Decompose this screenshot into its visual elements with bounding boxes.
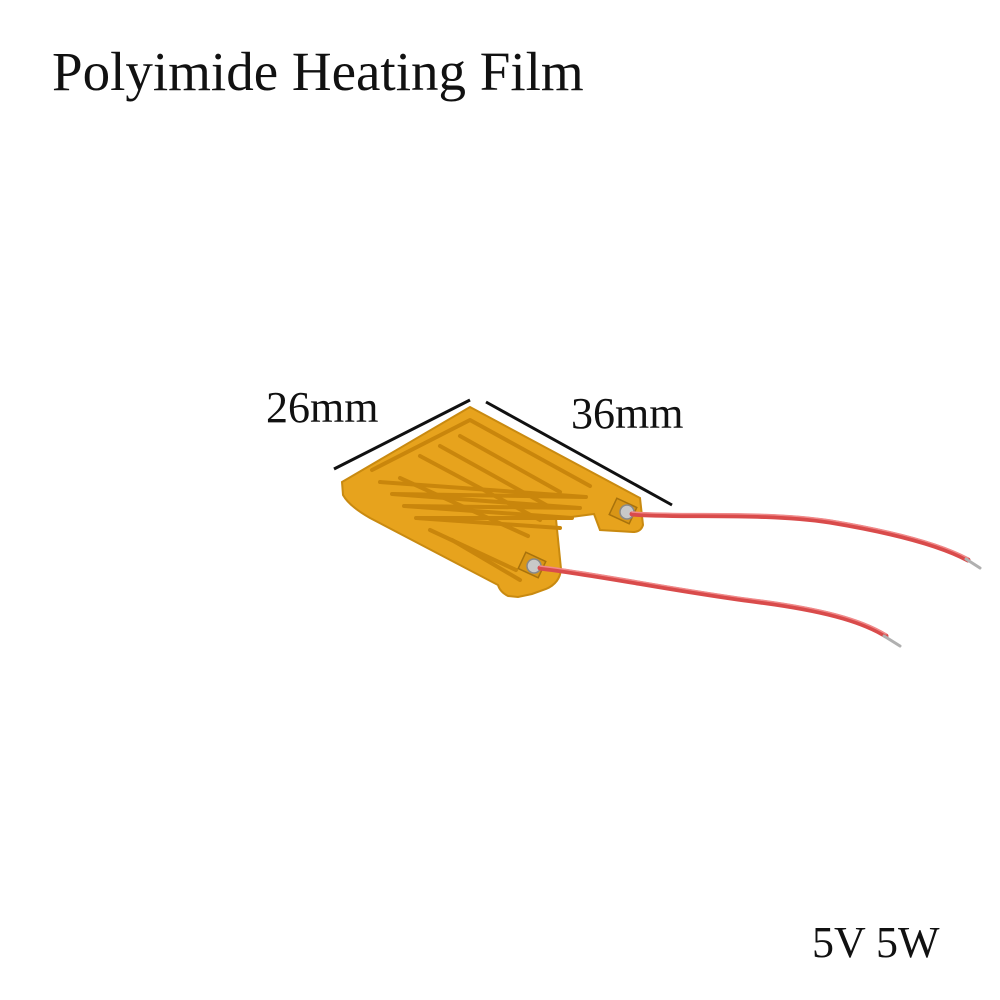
polyimide-film <box>340 405 645 599</box>
width-dimension-line <box>333 398 471 471</box>
lead-wire-top-highlight <box>631 511 969 559</box>
lead-wire-bottom-highlight <box>539 565 887 635</box>
lead-wire-top-tip <box>964 557 982 570</box>
lead-wire-top <box>629 511 971 563</box>
lead-wire-bottom <box>537 565 889 639</box>
page-title: Polyimide Heating Film <box>52 41 584 102</box>
length-dimension-line <box>485 400 673 507</box>
length-dimension-label: 36mm <box>571 389 684 438</box>
lead-wire-bottom-tip <box>882 634 902 648</box>
voltage-power-spec: 5V 5W <box>812 918 940 967</box>
width-dimension-label: 26mm <box>266 383 379 432</box>
